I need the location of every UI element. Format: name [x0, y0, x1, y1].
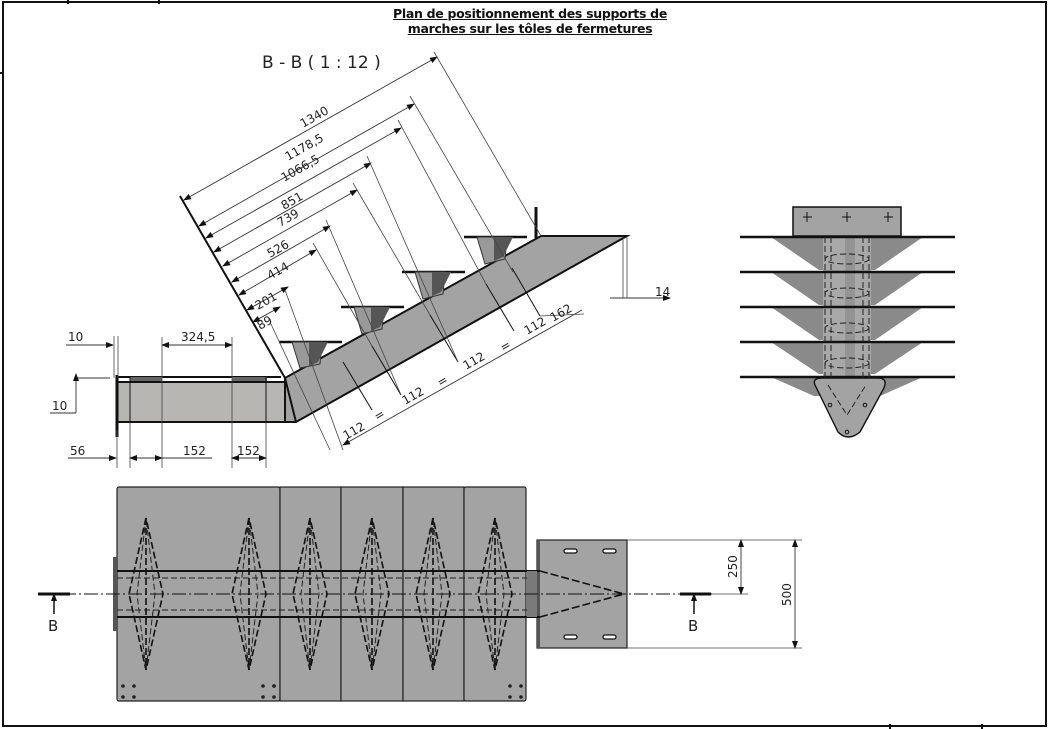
drawing-title-line-1: Plan de positionnement des supports de [392, 6, 668, 21]
dim-162: 162 [548, 301, 575, 324]
section-marker-left-label: B [48, 617, 58, 635]
width-dimensions [627, 539, 802, 649]
dim-739: 739 [275, 206, 302, 229]
step-support [279, 340, 342, 369]
dim-414: 414 [265, 259, 292, 282]
spacing-dimension-chain [342, 309, 585, 446]
drawing-title-line-2: marches sur les tôles de fermetures [407, 21, 653, 36]
dim-14: 14 [655, 285, 670, 299]
end-view [740, 206, 955, 438]
base-lug [813, 377, 886, 438]
slope-datum-line [179, 195, 286, 379]
section-view-label: B - B ( 1 : 12 ) [262, 53, 381, 73]
plan-view: B B [38, 486, 802, 702]
slotted-holes [563, 548, 617, 640]
dim-112: 112 [522, 314, 549, 337]
dim-56: 56 [70, 444, 85, 458]
hidden-lines [824, 237, 870, 416]
dim-equal: = [498, 337, 514, 354]
dim-112: 112 [461, 349, 488, 372]
dim-10-side: 10 [52, 399, 67, 413]
step-support [464, 235, 527, 265]
right-end-plate-edge [537, 540, 540, 648]
dim-10-top: 10 [68, 330, 83, 344]
corner-bolt-holes [121, 684, 523, 699]
dim-equal: = [435, 372, 451, 389]
dim-526: 526 [265, 237, 292, 260]
dim-500: 500 [780, 583, 794, 606]
lug-hole [827, 402, 833, 408]
support-diamond-outline [477, 517, 513, 671]
section-view-b-b: B - B ( 1 : 12 ) [50, 51, 671, 468]
flat-dimension-set [50, 336, 267, 468]
lug-hole [862, 402, 868, 408]
flat-plate-section [115, 375, 286, 437]
bolt-hole-marks [803, 212, 893, 222]
step-plates [740, 235, 955, 379]
section-marker-right-label: B [688, 617, 698, 635]
dim-324-5: 324,5 [181, 330, 215, 344]
section-marker-right: B [680, 592, 711, 635]
lug-hole [844, 429, 850, 435]
dim-89: 89 [255, 313, 275, 333]
dim-250: 250 [726, 555, 740, 578]
dim-152-mid: 152 [183, 444, 206, 458]
drawing-title: Plan de positionnement des supports de m… [380, 6, 680, 36]
step-support [402, 270, 465, 300]
slope-dimension-set [183, 51, 542, 451]
section-marker-left: B [38, 592, 70, 635]
dim-152-right: 152 [237, 444, 260, 458]
dim-112: 112 [400, 384, 427, 407]
